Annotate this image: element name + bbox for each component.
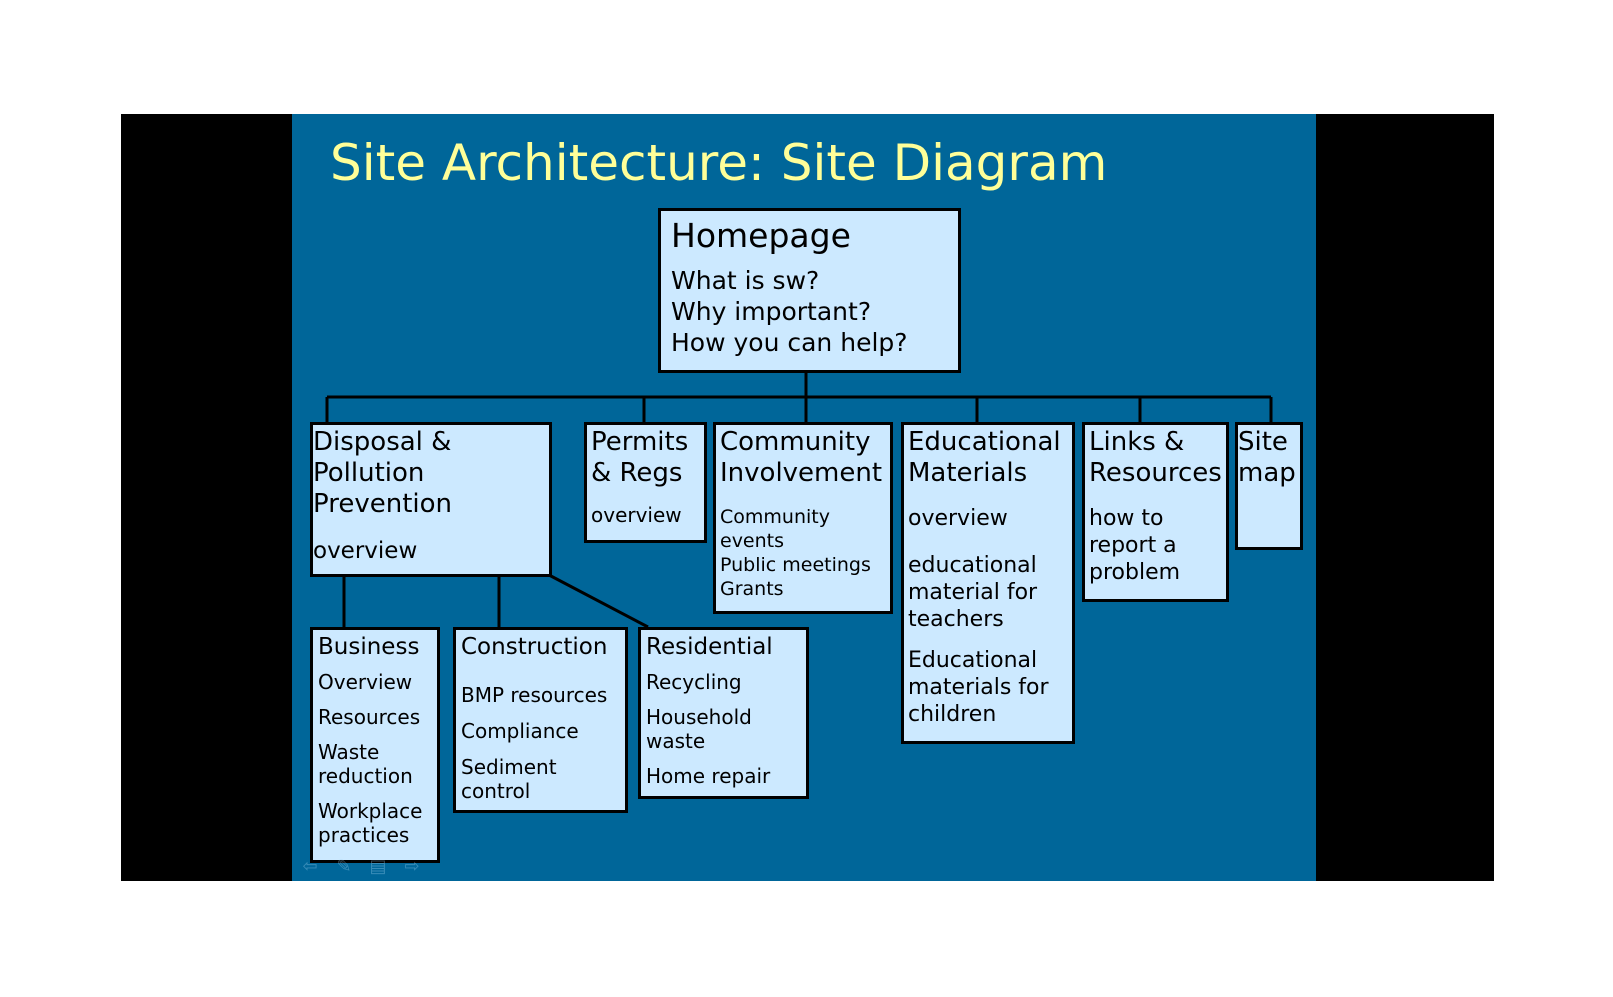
disposal-pollution-box: Disposal & Pollution Prevention overview xyxy=(310,422,552,577)
box-heading: Educational Materials xyxy=(908,427,1061,488)
menu-icon[interactable]: ▤ xyxy=(369,856,387,877)
box-heading: Residential xyxy=(646,634,773,660)
box-item: Resources xyxy=(318,705,421,729)
homepage-item: How you can help? xyxy=(671,328,908,357)
box-item: Recycling xyxy=(646,670,742,694)
box-item: Community events Public meetings Grants xyxy=(720,506,871,600)
pen-icon[interactable]: ✎ xyxy=(336,856,352,877)
box-item: Workplace practices xyxy=(318,799,423,847)
box-heading: Business xyxy=(318,634,420,660)
community-involvement-box: Community Involvement Community events P… xyxy=(713,422,893,614)
box-item: Home repair xyxy=(646,764,771,788)
box-heading: Disposal & Pollution Prevention xyxy=(313,427,453,519)
slideshow-controls: ⇦ ✎ ▤ ⇨ xyxy=(300,856,422,877)
homepage-heading: Homepage xyxy=(671,216,851,255)
residential-box: Residential Recycling Household waste Ho… xyxy=(638,627,809,799)
box-item: overview xyxy=(908,506,1008,531)
site-map-box: Site map xyxy=(1235,422,1303,550)
box-heading: Links & Resources xyxy=(1089,427,1222,488)
links-resources-box: Links & Resources how to report a proble… xyxy=(1082,422,1229,602)
box-heading: Community Involvement xyxy=(720,427,883,488)
box-item: Sediment control xyxy=(461,755,557,803)
box-item: overview xyxy=(591,503,682,527)
box-item: educational material for teachers xyxy=(908,553,1038,632)
box-item: Educational materials for children xyxy=(908,648,1049,727)
box-item: Waste reduction xyxy=(318,740,413,788)
box-item: overview xyxy=(313,538,418,564)
box-item: Overview xyxy=(318,670,413,694)
homepage-item: Why important? xyxy=(671,297,872,326)
educational-materials-box: Educational Materials overview education… xyxy=(901,422,1075,744)
permits-regs-box: Permits & Regs overview xyxy=(584,422,707,543)
box-heading: Permits & Regs xyxy=(591,427,689,488)
box-heading: Construction xyxy=(461,634,608,660)
forward-arrow-icon[interactable]: ⇨ xyxy=(404,856,420,877)
box-item: how to report a problem xyxy=(1089,506,1181,585)
business-box: Business Overview Resources Waste reduct… xyxy=(310,627,440,863)
box-heading: Site map xyxy=(1238,427,1296,488)
box-item: Household waste xyxy=(646,705,752,753)
back-arrow-icon[interactable]: ⇦ xyxy=(302,856,318,877)
box-item: BMP resources xyxy=(461,683,608,707)
box-item: Compliance xyxy=(461,719,579,743)
homepage-box: Homepage What is sw? Why important? How … xyxy=(658,208,961,373)
homepage-item: What is sw? xyxy=(671,266,820,295)
slide-title: Site Architecture: Site Diagram xyxy=(330,134,1108,192)
construction-box: Construction BMP resources Compliance Se… xyxy=(453,627,628,813)
